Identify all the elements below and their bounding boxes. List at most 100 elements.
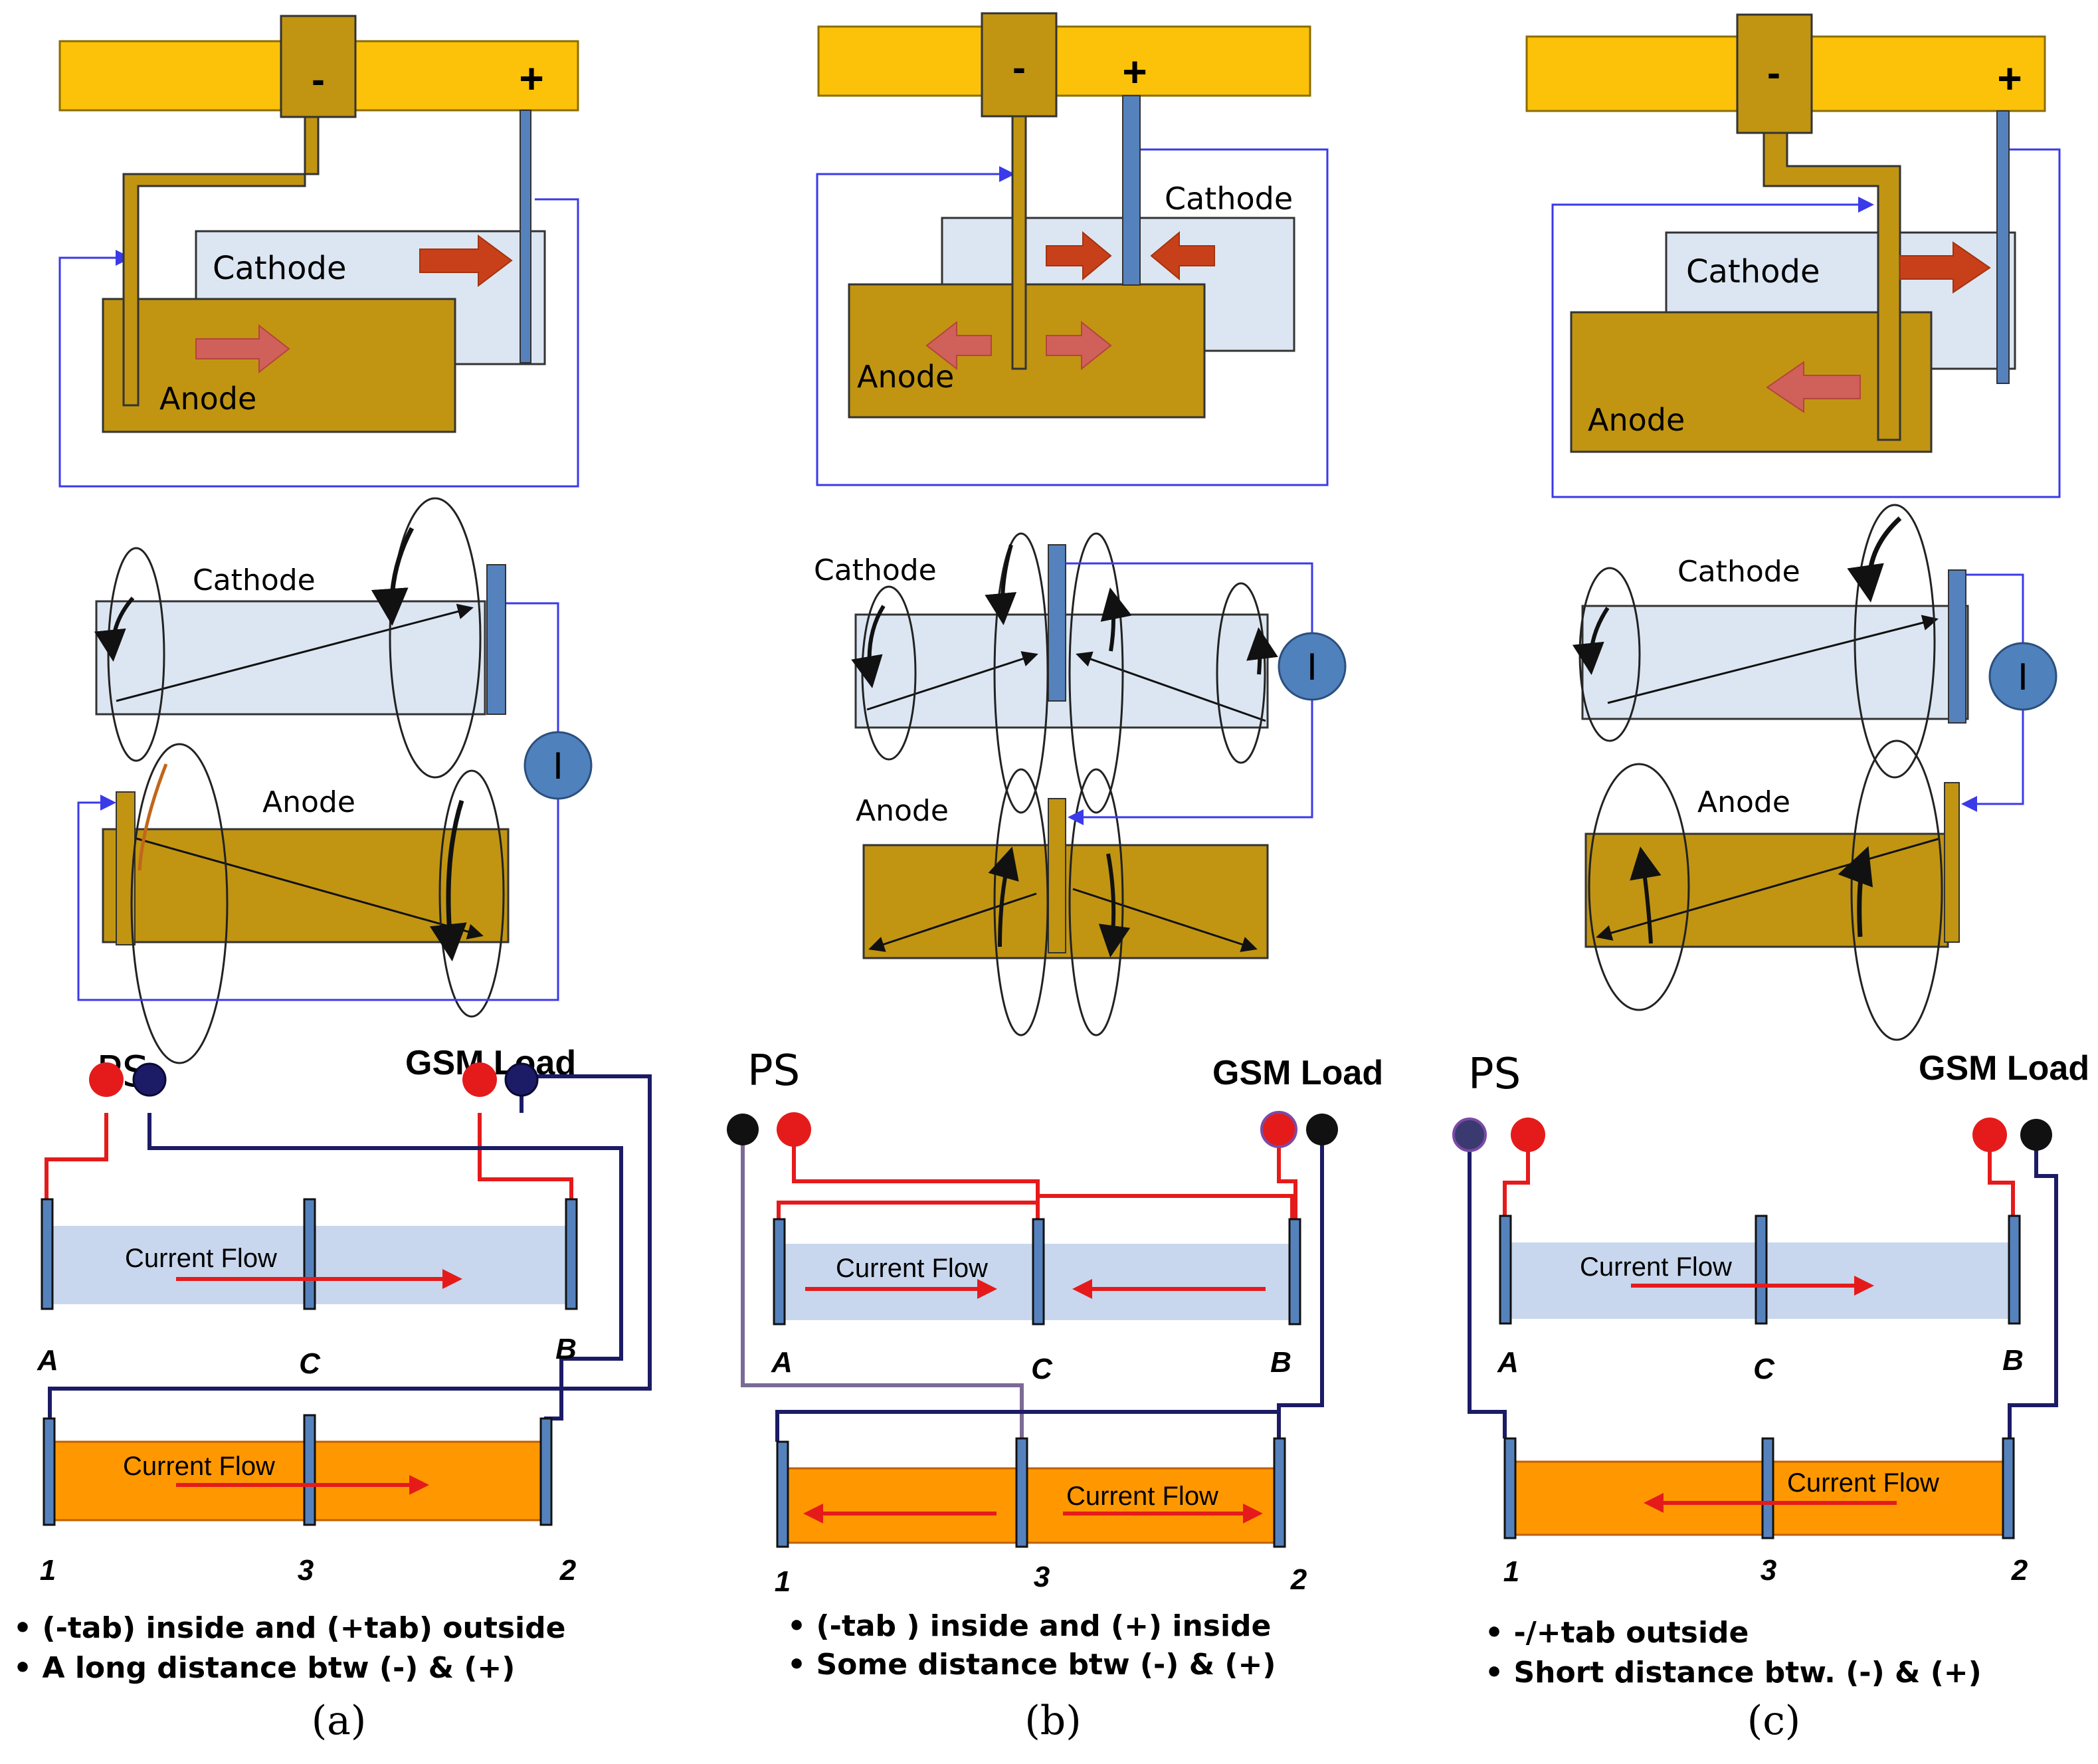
anode-plate [1570,311,1933,453]
tab-B [565,1198,578,1310]
ammeter [1278,632,1347,701]
cathode-label: Cathode [193,563,316,597]
tab-A [41,1198,54,1310]
tab-3 [1761,1437,1774,1539]
ps-negative-terminal [132,1062,167,1097]
tab-2 [539,1417,553,1526]
ammeter-label: I [2018,656,2028,698]
anode-label: Anode [159,381,256,417]
cell-side-view: Cathode Anode I [814,532,1347,1036]
point-label: A [37,1344,58,1377]
point-label: 2 [559,1554,577,1587]
point-label: 2 [1290,1563,1307,1596]
cell-top-view: - + Cathode Anode [58,15,579,488]
red-wire [1277,1129,1297,1219]
bullet: • Some distance btw (-) & (+) [787,1648,1276,1682]
load-positive-terminal [462,1062,497,1097]
cathode-label: Cathode [1677,555,1800,589]
ps-negative-terminal [727,1114,759,1145]
bullet: • A long distance btw (-) & (+) [13,1651,515,1685]
anode-label: Anode [857,359,954,395]
positive-tab [486,564,506,715]
anode-label: Anode [262,785,355,819]
current-flow-label: Current Flow [1787,1468,1939,1498]
load-label: GSM Load [1212,1054,1383,1092]
positive-tab [1122,95,1141,286]
negative-sign: - [312,57,325,102]
red-wire [45,1113,108,1199]
cathode-label: Cathode [213,250,347,287]
field-arrow [138,763,168,871]
caption: (c) [1747,1698,1800,1744]
tab-2 [1273,1437,1286,1548]
negative-terminal [280,15,357,118]
cell-top-view: - + Cathode Anode [1525,13,2061,498]
test-circuit: PS GSM Load Current Flow Current Flow A … [37,1044,652,1587]
negative-sign: - [1767,50,1780,95]
tab-1 [1503,1437,1517,1539]
point-label: 2 [2011,1554,2028,1587]
ammeter-label: I [1307,646,1317,688]
cathode-label: Cathode [1165,181,1293,217]
ammeter-label: I [553,745,563,787]
current-arrow [195,324,290,374]
negative-tab [1011,115,1027,370]
field-arrow [1838,846,1873,937]
current-flow-label: Current Flow [125,1244,277,1273]
tab-C [1032,1218,1045,1325]
load-label: GSM Load [1919,1049,2089,1088]
positive-sign: + [1122,48,1147,96]
tab-B [2008,1215,2021,1325]
red-wire [478,1113,573,1199]
cathode-label: Cathode [814,553,937,587]
current-arrow [1899,241,1991,294]
ammeter [1988,642,2057,711]
red-wire [792,1129,1040,1219]
tab-B [1288,1218,1301,1325]
load-positive-terminal [1972,1118,2007,1152]
bullet: • (-tab) inside and (+tab) outside [13,1611,565,1645]
load-positive-terminal [1260,1111,1297,1148]
navy-wire [2008,1135,2058,1438]
negative-tab [1763,132,1901,441]
field-arrow [1100,587,1132,652]
current-path [1072,888,1258,952]
anode-label: Anode [1588,402,1685,438]
ps-positive-terminal [1511,1118,1545,1152]
current-path [1076,651,1266,722]
cathode-label: Cathode [1686,253,1820,290]
tab-3 [1015,1437,1028,1548]
anode-label: Anode [856,794,949,828]
negative-terminal [1736,13,1813,134]
field-arrow [94,597,135,662]
cell-side-view: Cathode Anode I [1572,504,2057,1041]
positive-sign: + [519,54,543,102]
tab-A [1499,1215,1512,1325]
positive-tab [1048,544,1066,702]
current-path [1607,615,1939,704]
navy-wire [775,1410,1281,1442]
field-arrow [1847,516,1902,603]
red-wire [1988,1135,2015,1216]
negative-tab [1944,782,1960,943]
panel-b: - + Cathode Anode Cathode Anode [727,12,1383,1744]
field-arrow [851,605,886,688]
tab-1 [43,1417,56,1526]
load-negative-terminal [1306,1114,1338,1145]
magnetic-loop [130,743,229,1064]
field-arrow [371,527,415,626]
current-path [136,837,484,939]
current-channel-bottom [47,1440,549,1521]
panel-c: - + Cathode Anode Cathode Anode [1452,13,2089,1744]
wire [816,148,1329,486]
current-arrow [1766,361,1861,413]
point-label: A [1497,1346,1519,1379]
point-label: 1 [40,1554,56,1587]
magnetic-loop [1850,739,1943,1041]
cathode-plate [1581,605,1969,720]
panel-a: - + Cathode Anode Cathode Anode [13,15,652,1744]
current-arrow [419,235,513,288]
point-label: C [1031,1353,1053,1385]
anode-label: Anode [1697,785,1790,819]
wire [1551,148,2061,498]
